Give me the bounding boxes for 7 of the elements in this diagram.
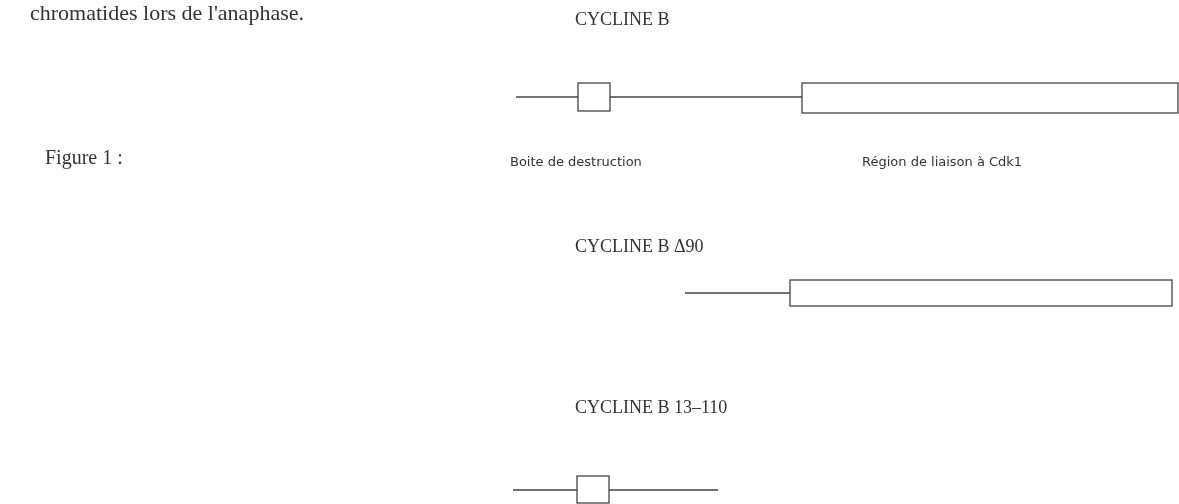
body-text: chromatides lors de l'anaphase. [30,2,304,24]
construct-title: CYCLINE B Δ90 [575,237,704,255]
domain-label: Boite de destruction [510,155,642,168]
domain-label: Région de liaison à Cdk1 [862,155,1023,168]
figure-label: Figure 1 : [45,147,123,167]
construct-title: CYCLINE B [575,10,670,28]
construct-title: CYCLINE B 13–110 [575,398,728,416]
